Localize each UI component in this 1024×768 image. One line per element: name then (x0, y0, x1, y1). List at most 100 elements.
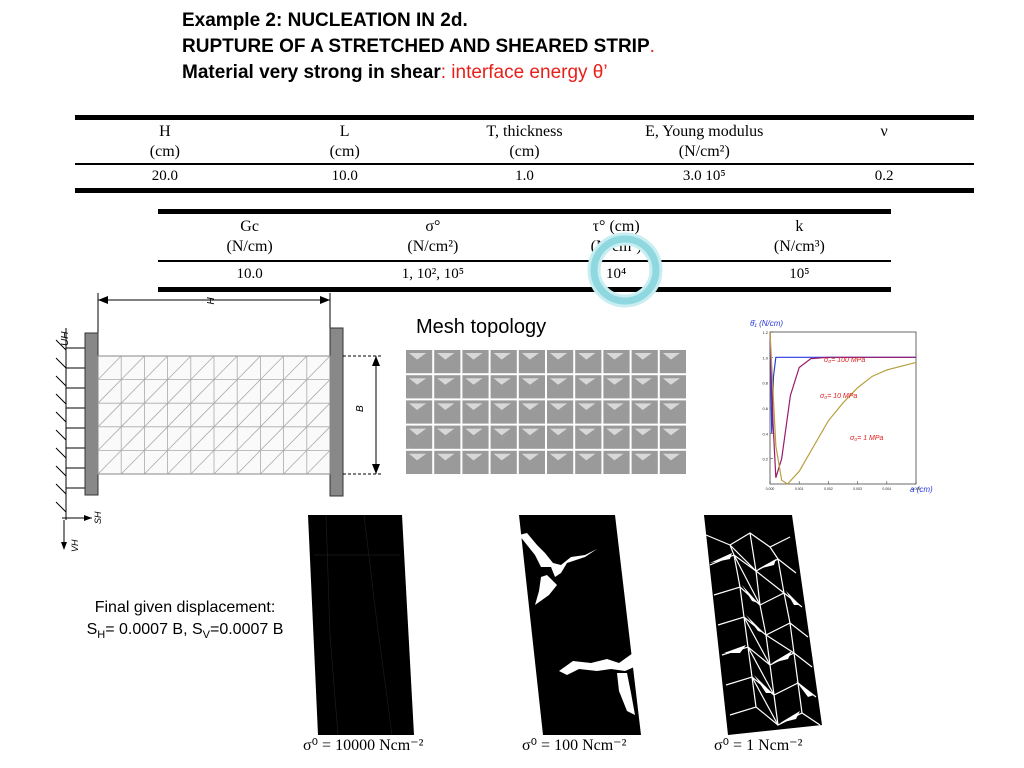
mesh-cell (462, 400, 489, 424)
mesh-cell (631, 375, 658, 399)
mesh-cell (603, 400, 630, 424)
sv-subscript: V (202, 629, 210, 642)
mesh-cell (490, 375, 517, 399)
mesh-cell (547, 425, 574, 449)
mesh-cell (406, 425, 433, 449)
mesh-cell (462, 450, 489, 474)
y-tick-label: 1.0 (762, 355, 768, 360)
mesh-cell (518, 375, 545, 399)
table-header-cell: Gc (158, 217, 341, 237)
mesh-cell (547, 450, 574, 474)
sh-label: SH (93, 511, 103, 524)
mesh-cell (547, 350, 574, 374)
geometry-table: H L T, thickness E, Young modulus ν (cm)… (75, 115, 974, 193)
mesh-cell (462, 350, 489, 374)
sh-equation: = 0.0007 B, S (105, 621, 203, 638)
y-tick-label: 0.6 (762, 406, 768, 411)
mesh-cell (434, 350, 461, 374)
x-tick-label: 0.004 (882, 487, 891, 491)
sv-equation: =0.0007 B (209, 621, 284, 638)
final-displacement-text: Final given displacement: SH= 0.0007 B, … (56, 597, 314, 646)
mesh-cell (603, 450, 630, 474)
table-value-row: 10.0 1, 10², 10⁵ 10⁴ 10⁵ (158, 264, 891, 284)
mesh-cell (490, 425, 517, 449)
plot-area (769, 331, 917, 485)
mesh-cell (575, 450, 602, 474)
mesh-cell (490, 400, 517, 424)
x-tick-label: 0.001 (795, 487, 804, 491)
height-label: B (355, 405, 366, 412)
table-units-row: (N/cm) (N/cm²) (N/cm²) (N/cm³) (158, 237, 891, 257)
table-value-cell: 1, 10², 10⁵ (401, 266, 464, 282)
mesh-cell (406, 350, 433, 374)
table-header-cell: σ° (425, 218, 441, 235)
wall-hatching (55, 339, 67, 513)
gc-header: Gc (240, 218, 259, 235)
mesh-cell (547, 400, 574, 424)
mesh-cell (406, 450, 433, 474)
title-line-3-colon: : (440, 62, 452, 83)
table-header-cell: T, thickness (486, 123, 563, 140)
mesh-topology-title: Mesh topology (416, 316, 547, 338)
x-tick-label: 0.005 (912, 487, 921, 491)
final-line-1: Final given displacement: (94, 599, 276, 616)
title-line-3: Material very strong in shear: interface… (182, 60, 655, 86)
interface-table: Gc σ° τ° (cm) k (N/cm) (N/cm²) (N/cm²) (… (158, 209, 891, 292)
mesh-cell (603, 425, 630, 449)
mesh-cell (631, 425, 658, 449)
final-line-2: SH= 0.0007 B, SV=0.0007 B (56, 619, 314, 646)
table-bottom-rule (75, 188, 974, 193)
mesh-cell (406, 375, 433, 399)
table-value-row: 20.0 10.0 1.0 3.0 10⁵ 0.2 (75, 166, 974, 186)
highlight-ring-stroke (590, 235, 660, 305)
x-tick-label: 0.000 (766, 487, 775, 491)
caption-3: σ⁰ = 1 Ncm⁻² (714, 737, 803, 754)
table-header-row: Gc σ° τ° (cm) k (158, 217, 891, 237)
mesh-cell (490, 450, 517, 474)
table-unit-cell: (N/cm²) (407, 238, 459, 255)
table-value-cell: 20.0 (151, 168, 179, 184)
series-annotation: σ₀= 100 MPa (824, 357, 865, 364)
table-mid-rule (75, 163, 974, 165)
caption-2: σ⁰ = 100 Ncm⁻² (522, 737, 627, 754)
table-value-cell: 10⁴ (606, 266, 627, 282)
mesh-cell (547, 375, 574, 399)
x-tick-label: 0.002 (824, 487, 833, 491)
title-line-2-text: RUPTURE OF A STRETCHED AND SHEARED STRIP (182, 36, 650, 57)
table-value-cell: 10.0 (331, 168, 358, 184)
strip-diagram: H UH (55, 293, 382, 552)
table-value-cell: 1.0 (515, 168, 534, 184)
mesh-cell (631, 350, 658, 374)
table-unit-cell: (N/cm) (226, 238, 273, 255)
right-grip (329, 327, 344, 497)
mesh-cell (406, 400, 433, 424)
mesh-cell (434, 400, 461, 424)
uh-label: UH (60, 331, 71, 346)
mesh-cell (518, 425, 545, 449)
x-tick-label: 0.003 (853, 487, 862, 491)
series-line (769, 331, 917, 485)
title-line-1: Example 2: NUCLEATION IN 2d. (182, 10, 468, 31)
sh-symbol: S (86, 621, 98, 638)
table-value-cell: 10.0 (236, 266, 263, 282)
fracture-result-1 (308, 515, 414, 735)
vh-label: VH (70, 539, 80, 552)
strip-mesh (97, 355, 331, 475)
click-highlight-ring (587, 232, 663, 308)
mesh-cell (518, 350, 545, 374)
mesh-cell (490, 350, 517, 374)
left-grip (84, 332, 99, 496)
mesh-cell (659, 375, 686, 399)
length-label: H (204, 297, 215, 305)
title-line-3-bold: Material very strong in shear (182, 62, 441, 83)
series-annotation: σ₀= 1 MPa (850, 435, 884, 442)
y-tick-label: 0.2 (762, 457, 768, 462)
series-line (769, 331, 916, 478)
table-unit-cell (794, 142, 974, 162)
series-line (769, 331, 916, 434)
table-value-cell: 3.0 10⁵ (682, 168, 726, 184)
table-units-row: (cm) (cm) (cm) (N/cm²) (75, 142, 974, 162)
mesh-cell (462, 425, 489, 449)
caption-1: σ⁰ = 10000 Ncm⁻² (303, 737, 424, 754)
